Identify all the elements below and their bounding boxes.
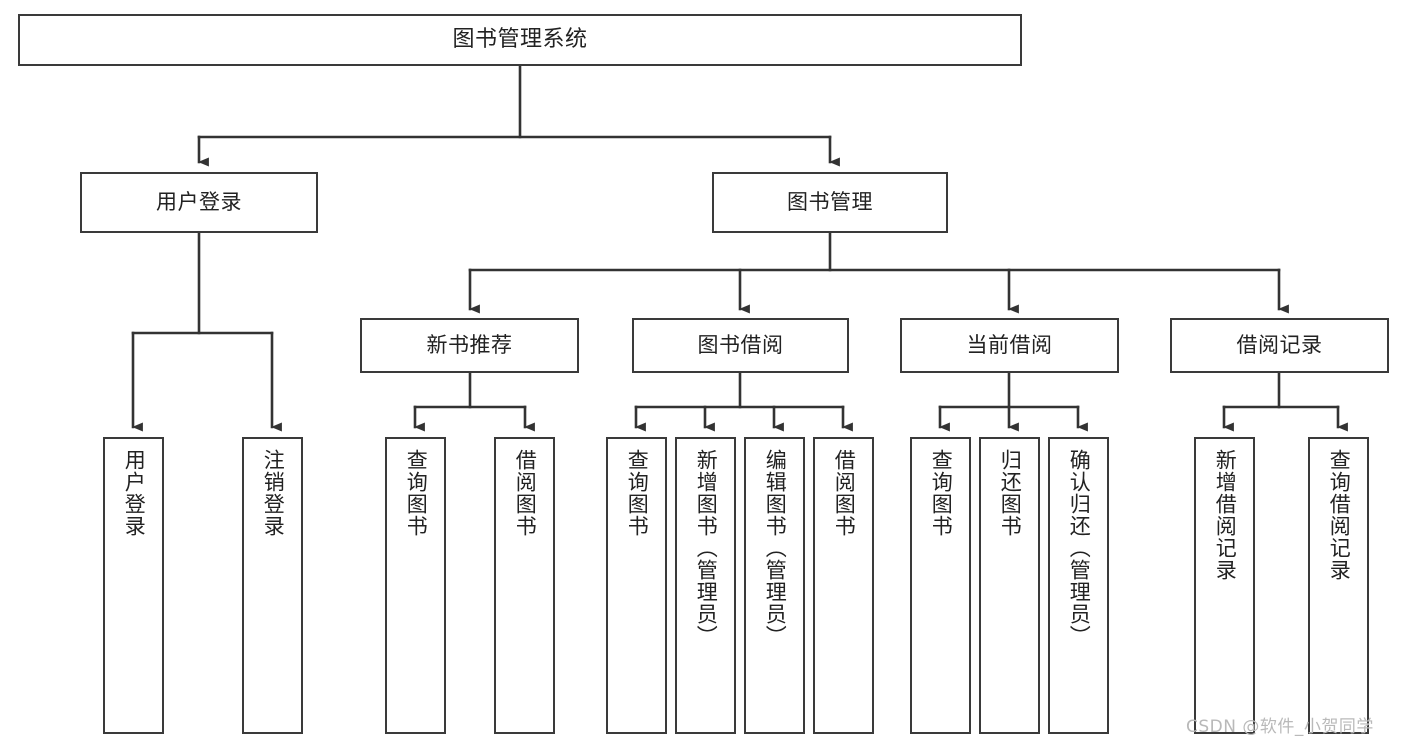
node-label: 查询图书 (929, 449, 954, 537)
node-label: 编辑图书（管理员） (763, 449, 788, 647)
node-borrow-record[interactable]: 借阅记录 (1170, 318, 1389, 373)
node-user-login[interactable]: 用户登录 (80, 172, 318, 233)
csdn-watermark: CSDN @软件_小贺同学 (1186, 717, 1374, 737)
node-label: 查询图书 (625, 449, 650, 537)
node-label: 用户登录 (122, 449, 147, 537)
node-label: 当前借阅 (966, 333, 1053, 357)
leaf-new-book-query-book[interactable]: 查询图书 (385, 437, 446, 734)
node-label: 查询图书 (404, 449, 429, 537)
node-label: 借阅图书 (513, 449, 538, 537)
node-label: 新增图书（管理员） (694, 449, 719, 647)
node-label: 查询借阅记录 (1327, 449, 1352, 581)
leaf-borrow-record-add-record[interactable]: 新增借阅记录 (1194, 437, 1255, 734)
leaf-current-borrow-confirm-return-admin[interactable]: 确认归还（管理员） (1048, 437, 1109, 734)
node-new-book-recommend[interactable]: 新书推荐 (360, 318, 579, 373)
node-label: 确认归还（管理员） (1067, 449, 1092, 647)
node-label: 用户登录 (156, 190, 242, 214)
node-current-borrow[interactable]: 当前借阅 (900, 318, 1119, 373)
node-label: 归还图书 (998, 449, 1023, 537)
node-label: 图书管理 (787, 190, 873, 214)
node-label: 注销登录 (261, 449, 286, 537)
node-label: 新书推荐 (426, 333, 513, 357)
node-root-book-management-system[interactable]: 图书管理系统 (18, 14, 1022, 66)
leaf-book-borrow-edit-book-admin[interactable]: 编辑图书（管理员） (744, 437, 805, 734)
leaf-user-login-logout[interactable]: 注销登录 (242, 437, 303, 734)
node-label: 借阅记录 (1236, 333, 1323, 357)
leaf-current-borrow-query-book[interactable]: 查询图书 (910, 437, 971, 734)
node-label: 新增借阅记录 (1213, 449, 1238, 581)
node-label: 图书管理系统 (452, 27, 588, 52)
leaf-book-borrow-query-book[interactable]: 查询图书 (606, 437, 667, 734)
leaf-book-borrow-borrow-book[interactable]: 借阅图书 (813, 437, 874, 734)
leaf-borrow-record-query-record[interactable]: 查询借阅记录 (1308, 437, 1369, 734)
leaf-current-borrow-return-book[interactable]: 归还图书 (979, 437, 1040, 734)
node-book-management[interactable]: 图书管理 (712, 172, 948, 233)
node-label: 借阅图书 (832, 449, 857, 537)
leaf-book-borrow-add-book-admin[interactable]: 新增图书（管理员） (675, 437, 736, 734)
node-book-borrow[interactable]: 图书借阅 (632, 318, 849, 373)
leaf-new-book-borrow-book[interactable]: 借阅图书 (494, 437, 555, 734)
node-label: 图书借阅 (697, 333, 784, 357)
leaf-user-login-login[interactable]: 用户登录 (103, 437, 164, 734)
